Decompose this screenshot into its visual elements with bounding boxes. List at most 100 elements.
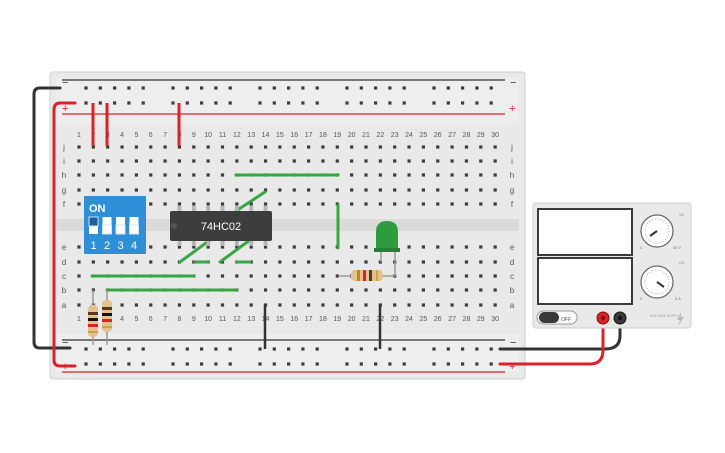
hole[interactable] [350,188,354,192]
hole[interactable] [493,159,497,163]
hole[interactable] [278,159,282,163]
hole[interactable] [464,245,469,249]
rail-hole[interactable] [388,362,392,366]
hole[interactable] [421,173,425,177]
rail-hole[interactable] [185,347,189,351]
hole[interactable] [278,188,282,192]
rail-hole[interactable] [315,101,319,105]
hole[interactable] [307,260,311,264]
rail-hole[interactable] [272,101,276,105]
hole[interactable] [307,303,311,307]
hole[interactable] [292,202,296,206]
hole[interactable] [479,303,483,307]
hole[interactable] [350,260,354,264]
rail-hole[interactable] [359,362,363,366]
rail-hole[interactable] [402,86,406,90]
rail-hole[interactable] [374,101,378,105]
hole[interactable] [220,274,225,278]
ic-74hc02[interactable]: 74HC02 [170,206,272,246]
hole[interactable] [120,145,124,149]
rail-hole[interactable] [228,101,232,105]
hole[interactable] [77,303,81,307]
hole[interactable] [307,288,311,292]
hole[interactable] [436,274,440,278]
hole[interactable] [364,202,368,206]
hole[interactable] [192,303,196,307]
rail-hole[interactable] [214,101,218,105]
rail-hole[interactable] [98,101,102,105]
rail-hole[interactable] [200,86,204,90]
hole[interactable] [321,245,325,249]
hole[interactable] [407,188,411,192]
hole[interactable] [235,188,239,192]
hole[interactable] [335,145,339,149]
hole[interactable] [77,173,81,177]
rail-hole[interactable] [475,86,479,90]
hole[interactable] [436,245,440,249]
hole[interactable] [77,288,81,292]
hole[interactable] [450,202,454,206]
hole[interactable] [206,274,210,278]
wire-red-left[interactable] [52,101,77,368]
hole[interactable] [393,288,397,292]
rail-hole[interactable] [185,101,189,105]
hole[interactable] [479,260,483,264]
hole[interactable] [149,188,153,192]
hole[interactable] [249,159,253,163]
rail-hole[interactable] [315,86,319,90]
rail-hole[interactable] [272,362,276,366]
rail-hole[interactable] [98,347,102,351]
hole[interactable] [192,173,196,177]
hole[interactable] [278,288,282,292]
hole[interactable] [149,159,153,163]
rail-hole[interactable] [141,101,145,105]
hole[interactable] [364,303,368,307]
hole[interactable] [393,159,397,163]
rail-hole[interactable] [287,86,291,90]
hole[interactable] [278,274,282,278]
rail-hole[interactable] [475,362,479,366]
rail-hole[interactable] [315,362,319,366]
hole[interactable] [263,245,268,249]
rail-hole[interactable] [461,86,465,90]
rail-hole[interactable] [345,86,349,90]
hole[interactable] [134,145,138,149]
hole[interactable] [292,274,296,278]
hole[interactable] [192,159,196,163]
hole[interactable] [378,159,382,163]
hole[interactable] [393,145,397,149]
wire-green-diag-2[interactable] [178,238,212,264]
wire-green-diag-1[interactable] [234,190,267,213]
hole[interactable] [450,245,454,249]
hole[interactable] [393,303,397,307]
resistor-left-2[interactable] [102,290,112,345]
hole[interactable] [77,159,81,163]
rail-hole[interactable] [98,362,102,366]
hole[interactable] [307,159,311,163]
hole[interactable] [421,274,425,278]
hole[interactable] [421,159,425,163]
hole[interactable] [206,245,210,249]
rail-hole[interactable] [446,101,450,105]
hole[interactable] [263,260,268,264]
hole[interactable] [407,245,411,249]
hole[interactable] [206,159,210,163]
hole[interactable] [77,274,81,278]
hole[interactable] [263,145,268,149]
hole[interactable] [149,173,153,177]
hole[interactable] [134,173,138,177]
rail-hole[interactable] [461,362,465,366]
rail-hole[interactable] [214,86,218,90]
rail-hole[interactable] [200,101,204,105]
hole[interactable] [235,145,239,149]
hole[interactable] [177,303,182,307]
hole[interactable] [378,173,382,177]
rail-hole[interactable] [228,347,232,351]
hole[interactable] [436,202,440,206]
hole[interactable] [91,159,95,163]
hole[interactable] [134,303,138,307]
wire-black-left[interactable] [32,86,72,350]
hole[interactable] [407,145,411,149]
rail-hole[interactable] [258,347,262,351]
rail-hole[interactable] [113,101,117,105]
